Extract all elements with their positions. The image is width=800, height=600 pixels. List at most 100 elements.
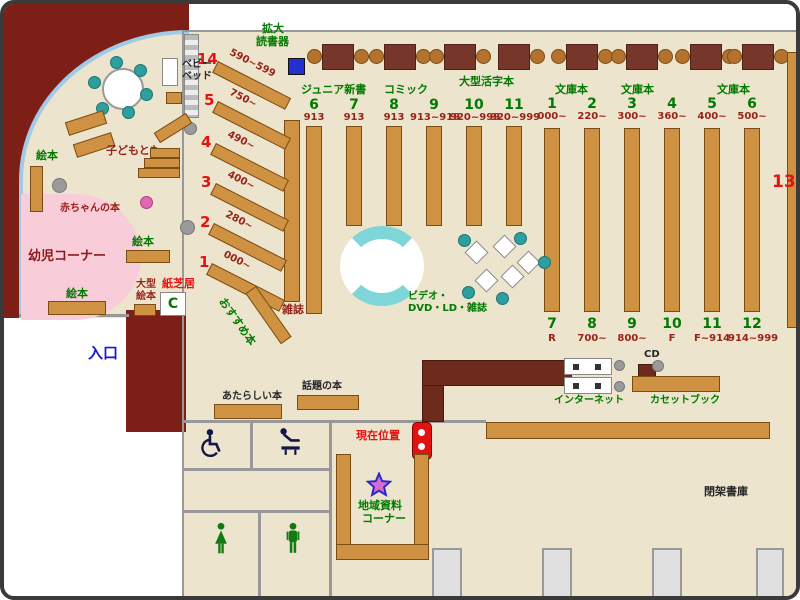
marker-dot — [418, 443, 425, 450]
stool — [614, 381, 625, 392]
shelf-classification: 920~999 — [450, 112, 501, 123]
bookshelf-magazine — [284, 120, 300, 302]
bookshelf-cassette — [632, 376, 720, 392]
bookshelf — [346, 126, 362, 226]
wall-restroom — [182, 468, 332, 471]
bookshelf — [336, 454, 351, 546]
shelf-number: 7 — [547, 316, 557, 332]
shelf-number: 6 — [309, 97, 319, 113]
pc-terminal — [595, 383, 601, 389]
bookshelf — [744, 128, 760, 312]
shelf-number: 8 — [587, 316, 597, 332]
stool — [458, 234, 471, 247]
kamishibai-stand: C — [160, 292, 186, 316]
chair — [369, 49, 384, 64]
shelf-number: 1 — [547, 96, 557, 112]
stool — [614, 360, 625, 371]
bookshelf-wall — [787, 52, 796, 328]
bookshelf — [166, 92, 182, 104]
baby-bed — [162, 58, 178, 86]
chair — [658, 49, 673, 64]
shelf-number: 6 — [747, 96, 757, 112]
label-large-picture-line2: 絵本 — [136, 291, 156, 302]
label-baby-books: 赤ちゃんの本 — [60, 203, 120, 214]
label-magazine: 雑誌 — [282, 303, 304, 316]
magnifier-device — [288, 58, 305, 75]
wall-left — [4, 4, 20, 318]
shelf-number: 10 — [662, 316, 682, 332]
wall-entrance-block — [126, 310, 186, 432]
bookshelf — [544, 128, 560, 312]
chair — [727, 49, 742, 64]
shelf-classification: R — [548, 333, 556, 344]
shelf-number: 11 — [702, 316, 722, 332]
shelf-number: 3 — [627, 96, 637, 112]
reading-table — [444, 44, 476, 70]
label-current-location: 現在位置 — [356, 429, 400, 442]
shelf-number: 4 — [667, 96, 677, 112]
shelf-number: 5 — [204, 91, 215, 109]
wall-restroom — [258, 510, 261, 596]
label-local-line2: コーナー — [362, 512, 406, 525]
label-kamishibai: 紙芝居 — [162, 277, 195, 290]
current-position-marker-icon — [412, 422, 432, 460]
label-topical-books: 話題の本 — [302, 381, 342, 392]
shelf-classification: 000~ — [537, 111, 567, 122]
bookshelf — [297, 395, 359, 410]
shelf-number: 4 — [201, 133, 212, 151]
label-large-print: 大型活字本 — [459, 75, 514, 88]
shelf-classification: 920~999 — [490, 112, 541, 123]
shelf-number: 5 — [707, 96, 717, 112]
pillar — [52, 178, 67, 193]
bookshelf — [466, 126, 482, 226]
bookshelf — [306, 126, 322, 314]
stack-shelf — [652, 548, 682, 596]
label-junior: ジュニア新書 — [301, 83, 367, 96]
chair — [530, 49, 545, 64]
stool — [140, 88, 153, 101]
man-toilet-icon — [282, 522, 304, 560]
shelf-number: 3 — [201, 173, 212, 191]
chair — [429, 49, 444, 64]
internet-desk — [564, 358, 612, 375]
label-kodomo-tomo: 子どもとも — [106, 144, 161, 157]
shelf-number: 9 — [627, 316, 637, 332]
label-bunko-1: 文庫本 — [555, 83, 588, 96]
step-seat — [150, 148, 180, 158]
shelf-classification: F — [668, 333, 676, 344]
chair — [354, 49, 369, 64]
chair — [611, 49, 626, 64]
label-internet: インターネット — [554, 395, 624, 406]
pc-terminal — [573, 383, 579, 389]
stool — [134, 64, 147, 77]
step-seat — [138, 168, 180, 178]
chair — [476, 49, 491, 64]
stack-shelf — [432, 548, 462, 596]
bookshelf — [426, 126, 442, 226]
stack-shelf — [756, 548, 784, 596]
wall-restroom — [329, 420, 332, 596]
kamishibai-mark: C — [167, 296, 179, 312]
label-baby-bed-line2: ベッド — [182, 71, 212, 82]
stool — [538, 256, 551, 269]
toddler-area — [21, 194, 141, 320]
shelf-number: 12 — [742, 316, 762, 332]
shelf-classification: 360~ — [657, 111, 687, 122]
bookshelf — [584, 128, 600, 312]
shelf-number: 2 — [587, 96, 597, 112]
stool — [140, 196, 153, 209]
pillar — [180, 220, 195, 235]
shelf-classification: 913~919 — [410, 112, 461, 123]
label-large-picture-line1: 大型 — [136, 279, 156, 290]
stairs — [184, 34, 199, 118]
baby-care-icon — [276, 426, 304, 460]
label-bunko-2: 文庫本 — [621, 83, 654, 96]
shelf-classification: 913 — [303, 112, 325, 123]
wall-corridor — [332, 420, 486, 423]
shelf-classification: F~914 — [693, 333, 731, 344]
shelf-number: 10 — [464, 97, 484, 113]
pc-terminal — [595, 364, 601, 370]
step-seat — [144, 158, 180, 168]
shelf-number: 8 — [389, 97, 399, 113]
label-cd: CD — [644, 349, 660, 360]
